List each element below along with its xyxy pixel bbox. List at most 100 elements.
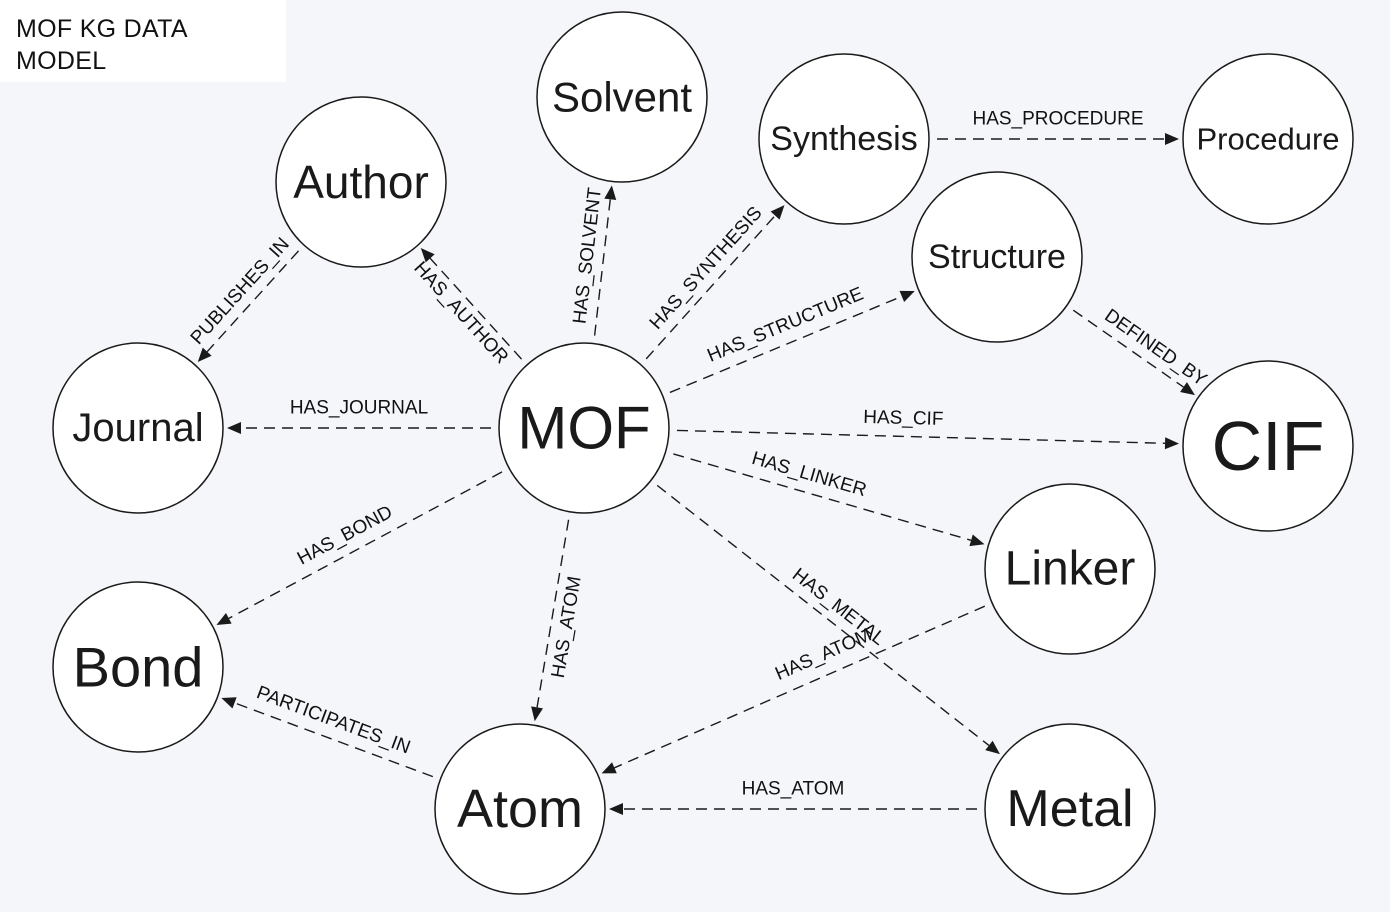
edge-label-defined-by: DEFINED_BY (1101, 305, 1211, 391)
node-circle (498, 342, 670, 514)
edge-mof-to-solvent (593, 185, 617, 336)
arrowhead-icon (420, 247, 435, 263)
node-circle (1182, 53, 1354, 225)
edge-line (228, 471, 503, 619)
node-bond[interactable]: Bond (52, 581, 224, 753)
node-label-linker: Linker (1005, 543, 1136, 596)
edge-line (645, 215, 776, 360)
node-linker[interactable]: Linker (984, 483, 1156, 655)
edge-mof-to-author (420, 247, 523, 360)
edge-mof-to-metal (656, 484, 1000, 755)
edge-linker-to-atom (601, 605, 986, 774)
edge-line (676, 429, 1166, 444)
arrowhead-icon (609, 803, 623, 815)
node-label-procedure: Procedure (1196, 122, 1339, 157)
edge-label-publishes-in: PUBLISHES_IN (187, 234, 294, 349)
node-solvent[interactable]: Solvent (536, 11, 708, 183)
node-label-atom: Atom (457, 779, 583, 839)
edge-label-has-linker: HAS_LINKER (749, 448, 868, 501)
node-label-synthesis: Synthesis (770, 120, 917, 158)
node-label-cif: CIF (1212, 407, 1325, 485)
edge-label-has-author: HAS_AUTHOR (409, 258, 512, 368)
edge-mof-to-structure (669, 290, 915, 394)
node-circle (911, 171, 1083, 343)
edge-label-has-journal: HAS_JOURNAL (290, 398, 428, 419)
edge-label-has-structure: HAS_STRUCTURE (704, 283, 866, 366)
arrowhead-icon (601, 762, 617, 774)
arrowhead-icon (969, 534, 985, 547)
edge-line (429, 257, 523, 360)
diagram-title-line-1: MOF KG DATA (16, 15, 188, 43)
edge-synthesis-to-procedure (937, 133, 1179, 145)
node-circle (52, 342, 224, 514)
arrowhead-icon (531, 706, 543, 722)
arrowhead-icon (604, 185, 617, 201)
arrowhead-icon (1165, 133, 1179, 145)
arrowhead-icon (221, 697, 237, 709)
node-mof[interactable]: MOF (498, 342, 670, 514)
edge-structure-to-cif (1072, 309, 1195, 396)
arrowhead-icon (1164, 437, 1180, 450)
edge-metal-to-atom (609, 803, 977, 815)
edge-line (669, 295, 903, 394)
edge-label-has-atom: HAS_ATOM (548, 575, 586, 680)
node-atom[interactable]: Atom (434, 723, 606, 895)
edge-mof-to-synthesis (645, 205, 785, 360)
edge-mof-to-linker (673, 453, 985, 547)
node-cif[interactable]: CIF (1182, 360, 1354, 532)
edge-line (593, 199, 611, 336)
arrowhead-icon (1180, 382, 1195, 396)
arrowhead-icon (227, 422, 241, 434)
edge-label-has-bond: HAS_BOND (294, 502, 396, 570)
edge-label-has-solvent: HAS_SOLVENT (569, 186, 606, 325)
node-procedure[interactable]: Procedure (1182, 53, 1354, 225)
edge-line (656, 484, 990, 747)
node-label-journal: Journal (72, 406, 203, 450)
edge-mof-to-cif (676, 429, 1180, 450)
edge-line (673, 453, 972, 541)
node-circle (434, 723, 606, 895)
edge-label-has-procedure: HAS_PROCEDURE (972, 109, 1143, 130)
node-circle (275, 96, 447, 268)
edge-mof-to-bond (216, 471, 503, 625)
node-circle (758, 53, 930, 225)
node-label-structure: Structure (928, 238, 1066, 276)
edge-line (206, 250, 300, 353)
node-circle (984, 483, 1156, 655)
arrowhead-icon (197, 347, 212, 363)
node-label-author: Author (293, 156, 429, 208)
node-synthesis[interactable]: Synthesis (758, 53, 930, 225)
edge-line (536, 519, 570, 708)
edge-label-participates-in: PARTICIPATES_IN (254, 682, 413, 758)
edge-atom-to-bond (221, 697, 434, 778)
node-label-bond: Bond (73, 636, 204, 699)
edge-line (614, 605, 986, 769)
node-circle (1182, 360, 1354, 532)
edge-mof-to-journal (227, 422, 491, 434)
arrowhead-icon (770, 205, 785, 220)
edge-line (1072, 309, 1184, 388)
edge-label-has-cif: HAS_CIF (863, 407, 944, 430)
node-journal[interactable]: Journal (52, 342, 224, 514)
edge-label-has-atom: HAS_ATOM (742, 779, 845, 800)
edge-label-has-synthesis: HAS_SYNTHESIS (646, 203, 767, 334)
arrowhead-icon (985, 740, 1000, 755)
node-metal[interactable]: Metal (984, 723, 1156, 895)
node-label-solvent: Solvent (552, 74, 692, 121)
node-label-metal: Metal (1006, 780, 1133, 838)
edge-mof-to-atom (531, 519, 570, 722)
diagram-title-line-2: MODEL (16, 47, 107, 75)
edge-author-to-journal (197, 250, 300, 363)
node-circle (52, 581, 224, 753)
node-author[interactable]: Author (275, 96, 447, 268)
node-structure[interactable]: Structure (911, 171, 1083, 343)
diagram-title-box: MOF KG DATA MODEL (0, 0, 286, 82)
arrowhead-icon (899, 290, 915, 302)
arrowhead-icon (216, 613, 232, 625)
node-circle (984, 723, 1156, 895)
edges-layer (197, 133, 1195, 815)
edge-label-has-atom: HAS_ATOM (772, 625, 875, 685)
node-label-mof: MOF (517, 395, 650, 462)
